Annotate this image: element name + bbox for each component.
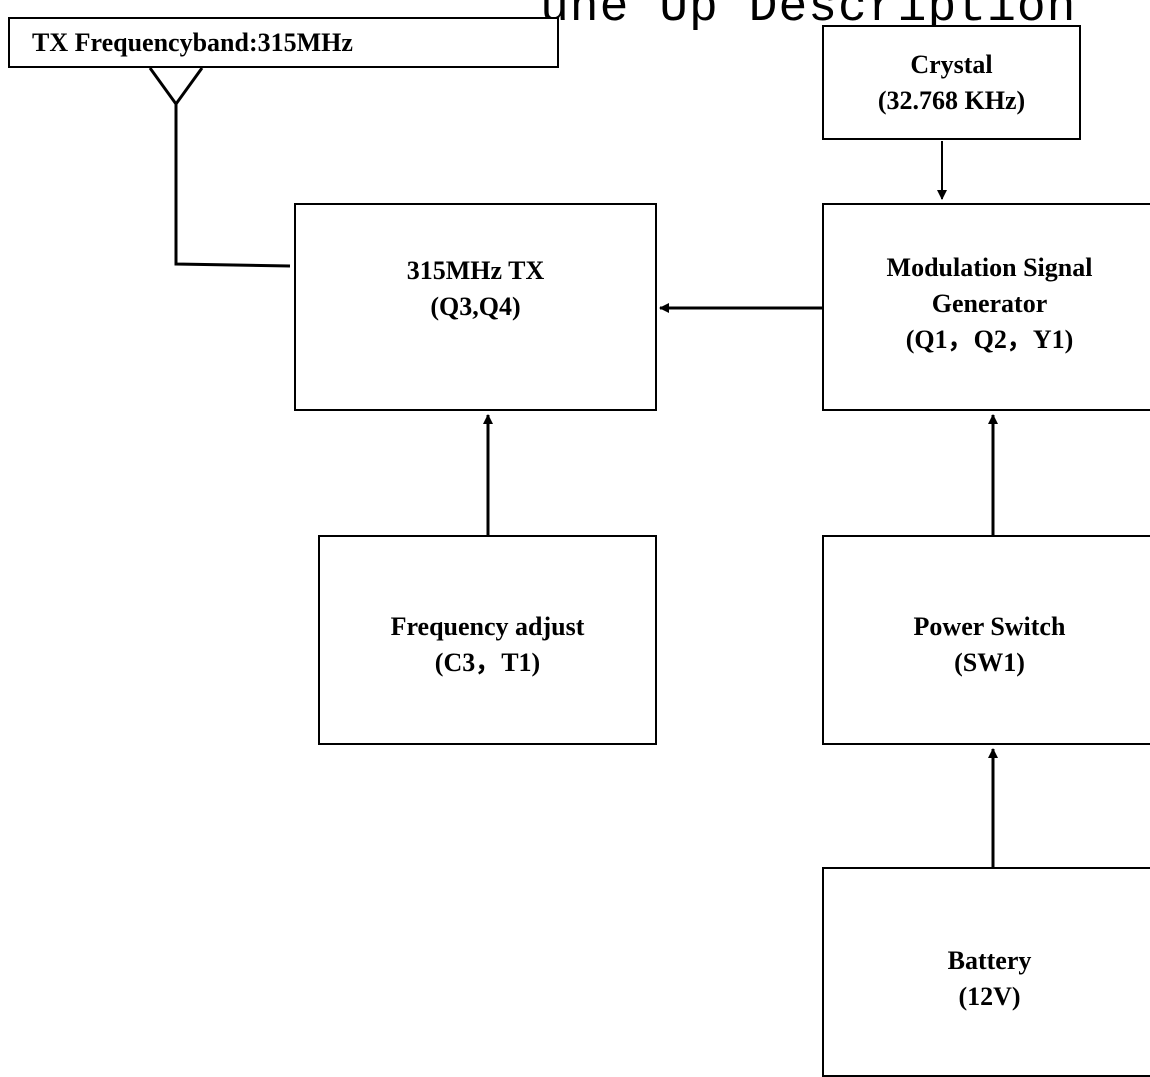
frequency-adjust-block: Frequency adjust (C3，T1) bbox=[318, 535, 657, 745]
modulation-components: (Q1，Q2，Y1) bbox=[905, 325, 1074, 354]
power-switch-components: (SW1) bbox=[954, 648, 1025, 677]
crystal-title: Crystal bbox=[910, 49, 993, 79]
modulation-generator-block: Modulation Signal Generator (Q1，Q2，Y1) bbox=[822, 203, 1150, 411]
power-switch-title: Power Switch bbox=[913, 612, 1066, 641]
frequency-band-label: TX Frequencyband:315MHz bbox=[8, 17, 559, 68]
battery-voltage: (12V) bbox=[958, 982, 1021, 1011]
frequency-adjust-title: Frequency adjust bbox=[390, 612, 585, 641]
crystal-spec: (32.768 KHz) bbox=[877, 85, 1026, 115]
tx-block: 315MHz TX (Q3,Q4) bbox=[294, 203, 657, 411]
antenna-icon bbox=[148, 67, 291, 268]
battery-title: Battery bbox=[947, 946, 1032, 975]
power-switch-block: Power Switch (SW1) bbox=[822, 535, 1150, 745]
crystal-block: Crystal (32.768 KHz) bbox=[822, 25, 1081, 140]
modulation-title-line2: Generator bbox=[931, 289, 1048, 318]
frequency-band-text: TX Frequencyband:315MHz bbox=[32, 28, 353, 57]
battery-block: Battery (12V) bbox=[822, 867, 1150, 1077]
frequency-adjust-components: (C3，T1) bbox=[434, 648, 541, 677]
tx-components: (Q3,Q4) bbox=[430, 292, 521, 321]
modulation-title-line1: Modulation Signal bbox=[886, 253, 1093, 282]
tx-title: 315MHz TX bbox=[406, 256, 545, 285]
